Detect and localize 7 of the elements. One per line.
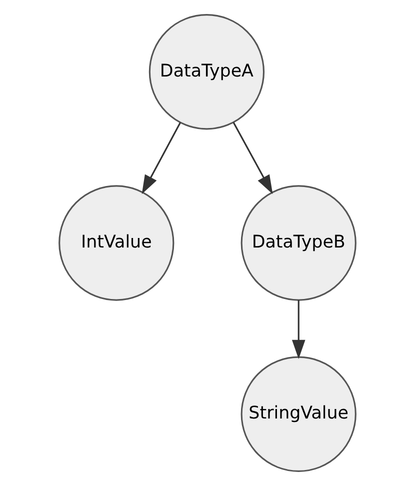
node-circle: DataTypeB: [240, 185, 356, 301]
node-circle: DataTypeA: [148, 14, 264, 130]
arrow: [141, 122, 181, 194]
arrow: [291, 300, 305, 359]
arrow: [232, 122, 272, 194]
node-circle: StringValue: [240, 356, 356, 472]
node-circle: IntValue: [58, 185, 174, 301]
